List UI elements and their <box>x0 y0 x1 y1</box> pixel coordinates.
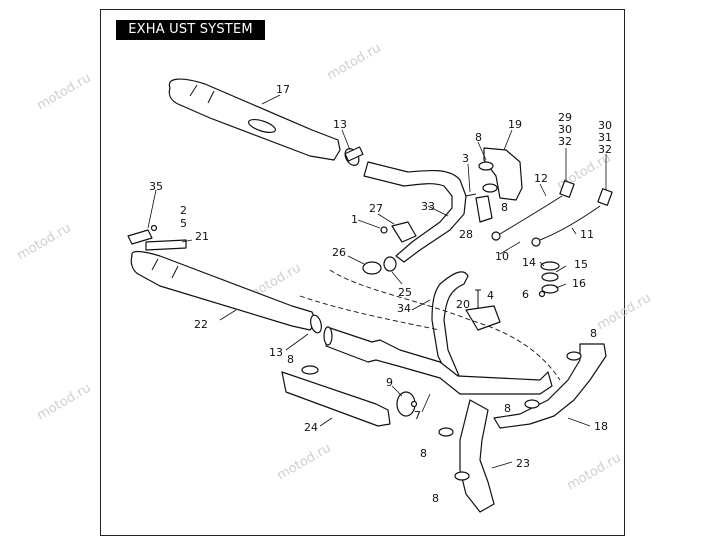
callout-25: 25 <box>398 286 412 299</box>
diagram-title: EXHA UST SYSTEM <box>116 20 265 40</box>
nut-6 <box>538 290 546 298</box>
watermark: motod.ru <box>35 71 94 114</box>
upper-header-pipe <box>363 161 467 263</box>
bracket-27 <box>391 221 417 243</box>
upper-muffler <box>168 78 341 161</box>
gasket-14 <box>540 261 560 271</box>
front-header-pipe-23 <box>459 399 495 513</box>
gasket-25 <box>383 256 397 272</box>
watermark: motod.ru <box>565 451 624 494</box>
callout-33: 33 <box>421 200 435 213</box>
bolt-3 <box>465 193 477 197</box>
clamp-8 <box>438 427 454 437</box>
callout-26: 26 <box>332 246 346 259</box>
callout-6: 6 <box>522 288 529 301</box>
bracket-28 <box>475 195 493 223</box>
heat-shield-18 <box>493 343 607 429</box>
callout-4: 4 <box>487 289 494 302</box>
oxygen-sensor-rear <box>531 188 613 247</box>
callout-24: 24 <box>304 421 318 434</box>
watermark: motod.ru <box>275 441 334 484</box>
callout-27: 27 <box>369 202 383 215</box>
bolt-1 <box>380 226 388 234</box>
callout-16: 16 <box>572 277 586 290</box>
callout-35: 35 <box>149 180 163 193</box>
callout-28: 28 <box>459 228 473 241</box>
callout-8: 8 <box>504 402 511 415</box>
watermark: motod.ru <box>35 381 94 424</box>
callout-1: 1 <box>351 213 358 226</box>
callout-30: 30 <box>558 123 572 136</box>
callout-32: 32 <box>598 143 612 156</box>
callout-22: 22 <box>194 318 208 331</box>
callout-8: 8 <box>432 492 439 505</box>
callout-32: 32 <box>558 135 572 148</box>
callout-labels: 17 13 19 8 3 29 30 32 30 31 32 35 2 5 21… <box>149 83 612 505</box>
clamp-8 <box>524 399 540 409</box>
callout-11: 11 <box>580 228 594 241</box>
rear-header-pipe <box>323 326 553 395</box>
clamp-8 <box>482 183 498 193</box>
clamp-8 <box>301 365 319 375</box>
clamp-upper <box>344 146 364 166</box>
watermark: motod.ru <box>325 41 384 84</box>
heat-shield-24 <box>281 371 391 427</box>
clamp-8 <box>566 351 582 361</box>
crossover-pipe-34 <box>299 269 561 385</box>
gasket-15 <box>541 272 559 282</box>
oxygen-sensor-front <box>491 180 575 241</box>
callout-9: 9 <box>386 376 393 389</box>
callout-14: 14 <box>522 256 536 269</box>
callout-8: 8 <box>501 201 508 214</box>
callout-3: 3 <box>462 152 469 165</box>
callout-8: 8 <box>420 447 427 460</box>
clamp-8 <box>478 161 494 171</box>
watermark: motod.ru <box>595 291 654 334</box>
callout-8: 8 <box>287 353 294 366</box>
callout-8: 8 <box>590 327 597 340</box>
callout-10: 10 <box>495 250 509 263</box>
callout-13: 13 <box>269 346 283 359</box>
callout-23: 23 <box>516 457 530 470</box>
nut-7 <box>410 400 418 408</box>
callout-13: 13 <box>333 118 347 131</box>
callout-12: 12 <box>534 172 548 185</box>
callout-8: 8 <box>475 131 482 144</box>
callout-7: 7 <box>414 409 421 422</box>
callout-20: 20 <box>456 298 470 311</box>
callout-31: 31 <box>598 131 612 144</box>
clamp-lower <box>310 314 322 334</box>
bolt-4 <box>475 289 481 308</box>
leader-lines <box>147 94 607 469</box>
callout-34: 34 <box>397 302 411 315</box>
callout-2: 2 <box>180 204 187 217</box>
clamp-8 <box>454 471 470 481</box>
callout-17: 17 <box>276 83 290 96</box>
callout-15: 15 <box>574 258 588 271</box>
callout-5: 5 <box>180 217 187 230</box>
mounting-bracket-21 <box>127 224 187 251</box>
callout-19: 19 <box>508 118 522 131</box>
callout-21: 21 <box>195 230 209 243</box>
clamp-26 <box>362 261 382 275</box>
lower-muffler <box>130 250 317 331</box>
bracket-20 <box>465 305 501 331</box>
callout-29: 29 <box>558 111 572 124</box>
callout-18: 18 <box>594 420 608 433</box>
watermark: motod.ru <box>15 221 74 264</box>
callout-30: 30 <box>598 119 612 132</box>
flange-16 <box>541 284 559 294</box>
